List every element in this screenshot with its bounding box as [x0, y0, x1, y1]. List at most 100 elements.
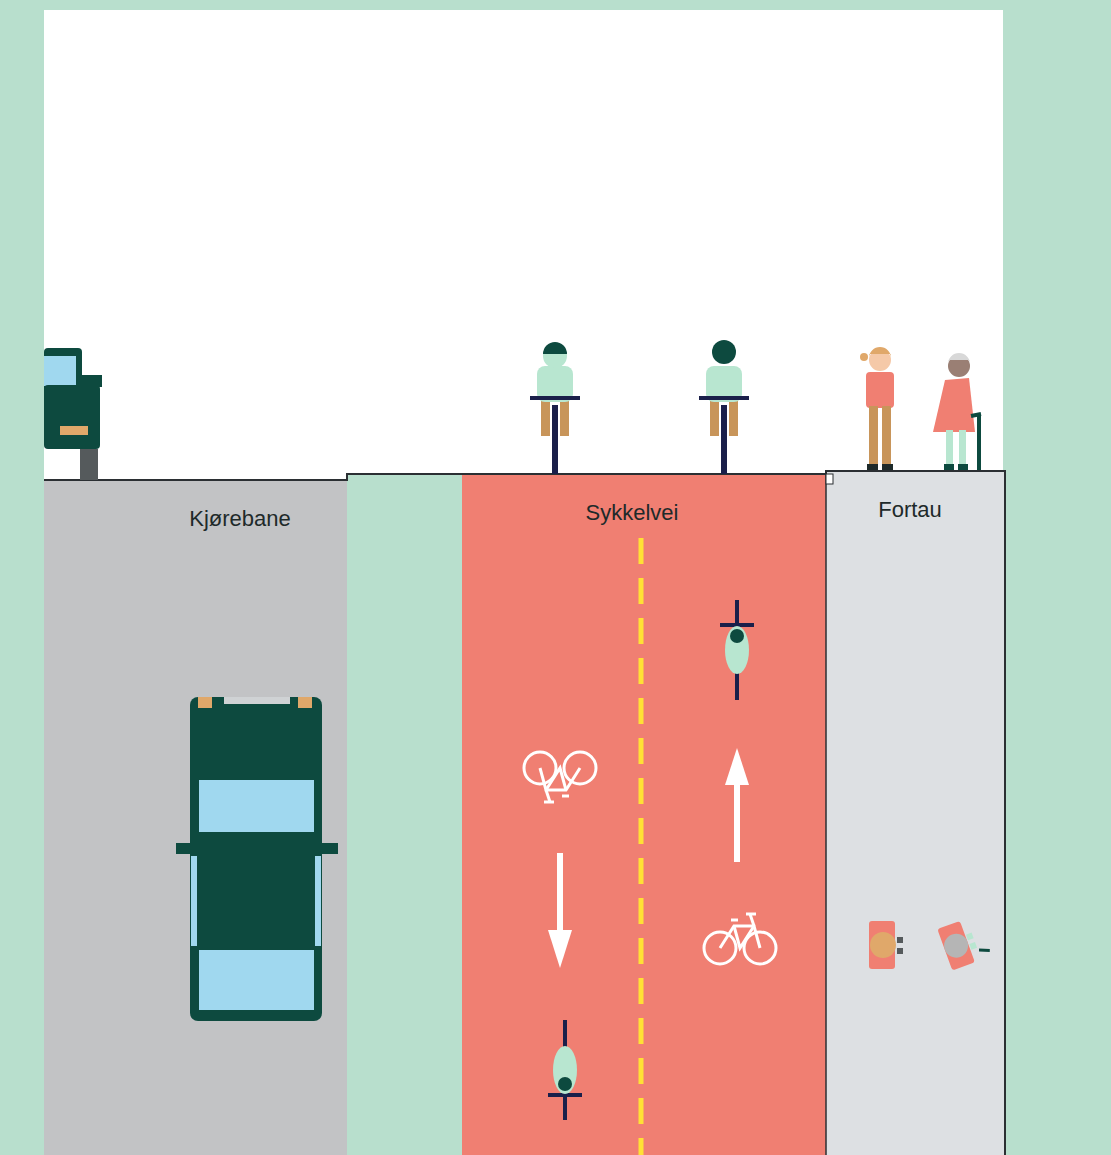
ground-line: [44, 471, 1005, 1155]
cyclist-front: [706, 366, 742, 402]
car-top: [298, 697, 312, 708]
cyclist-front: [699, 396, 749, 400]
ground-line: [826, 474, 833, 484]
cyclist-top: [720, 600, 754, 700]
band-label: Kjørebane: [189, 506, 291, 532]
pedestrian-top: [941, 930, 972, 961]
bicycle-symbol: [540, 768, 580, 790]
centre-line: [641, 538, 642, 1155]
ground-line: [44, 471, 1005, 1155]
bicycle-symbol: [564, 752, 596, 784]
cyclist-front: [537, 366, 573, 402]
cyclist-top: [548, 1020, 582, 1120]
pedestrian-top: [969, 942, 977, 950]
bicycle-symbol: [734, 926, 754, 948]
pedestrian: [882, 464, 893, 470]
bicycle-symbol: [704, 914, 776, 964]
car-side: [80, 449, 98, 480]
car-top: [176, 843, 338, 854]
bicycle-symbol: [524, 752, 596, 802]
cyclist-top: [730, 629, 744, 643]
green-verge: [347, 474, 462, 1155]
cyclist-top: [548, 1093, 582, 1097]
direction-arrow: [734, 780, 740, 862]
street-band: Kjørebane: [44, 480, 347, 1155]
pedestrian-with-cane: [933, 353, 981, 470]
bicycle-symbol: [746, 913, 756, 916]
direction-arrow: [548, 930, 572, 968]
pedestrian-with-cane: [933, 378, 975, 432]
pedestrian: [867, 464, 878, 470]
car-top: [224, 697, 290, 704]
pedestrian-top: [937, 921, 975, 971]
car-top: [191, 856, 197, 946]
pedestrian-with-cane: [958, 464, 968, 470]
cyclist-front: [543, 342, 567, 354]
pedestrian: [860, 353, 868, 361]
pedestrian: [869, 406, 878, 468]
bicycle-symbol: [720, 926, 760, 948]
bicycle-symbol: [704, 932, 736, 964]
cyclist-front: [560, 396, 569, 436]
direction-arrow: [725, 748, 749, 785]
pedestrian-with-cane: [948, 353, 970, 364]
pedestrian-top: [870, 932, 896, 958]
pedestrian-top: [937, 915, 992, 971]
pedestrian-with-cane: [944, 464, 954, 470]
pedestrian: [869, 347, 891, 358]
pedestrian-top: [897, 937, 903, 943]
direction-arrow: [557, 853, 563, 935]
centre-line: [639, 538, 644, 1155]
car-side: [82, 375, 102, 387]
cyclist-front: [721, 405, 727, 474]
cyclist-front: [552, 405, 558, 474]
band-label: Sykkelvei: [586, 500, 679, 526]
cyclist-front: [729, 396, 738, 436]
bicycle-symbol: [562, 795, 569, 798]
pedestrian: [860, 347, 894, 470]
pedestrian-with-cane: [971, 414, 981, 416]
bicycle-symbol: [546, 790, 550, 802]
bicycle-symbol: [546, 768, 566, 790]
pedestrian-with-cane: [977, 415, 981, 470]
cyclist-top: [725, 626, 749, 674]
cyclist-front: [699, 340, 749, 474]
bicycle-symbol: [750, 914, 754, 926]
cyclist-front: [710, 396, 719, 436]
street-band: Fortau: [826, 471, 1005, 1155]
pedestrian: [866, 372, 894, 408]
street-band: Sykkelvei: [462, 474, 826, 1155]
cyclist-top: [720, 623, 754, 627]
pedestrian-top: [979, 947, 990, 954]
pedestrian-with-cane: [946, 430, 953, 466]
bicycle-symbol: [744, 932, 776, 964]
direction-arrow: [725, 748, 749, 862]
pedestrian-top: [966, 933, 974, 941]
cyclist-top: [558, 1077, 572, 1091]
direction-arrow: [548, 853, 572, 968]
bicycle-symbol: [524, 752, 556, 784]
car-side: [44, 348, 82, 392]
pedestrian-with-cane: [948, 355, 970, 377]
green-verge: [347, 474, 462, 1155]
car-top: [315, 856, 321, 946]
cyclist-front: [530, 396, 580, 400]
cyclist-front: [712, 340, 736, 364]
car-side: [44, 385, 100, 449]
bicycle-symbol: [731, 919, 738, 922]
sky-area: [44, 10, 1003, 480]
car-top: [199, 780, 314, 832]
cyclist-front: [530, 342, 580, 474]
car-top: [176, 697, 338, 1021]
pedestrian: [882, 406, 891, 468]
pedestrian: [869, 349, 891, 371]
car-side: [44, 348, 102, 480]
cyclist-top: [563, 1020, 567, 1120]
car-side: [44, 356, 76, 386]
cyclist-top: [553, 1046, 577, 1094]
pedestrian-top: [897, 948, 903, 954]
ground-line: [825, 471, 827, 1155]
cyclist-front: [543, 344, 567, 368]
